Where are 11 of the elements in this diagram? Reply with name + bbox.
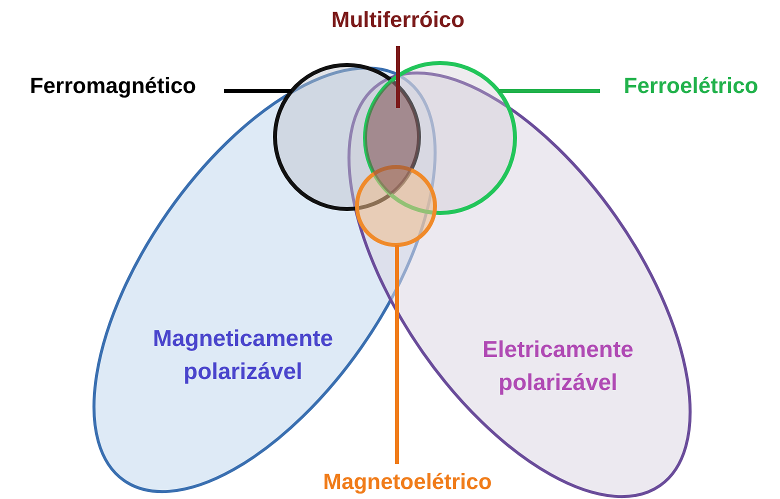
leader-line: [395, 244, 399, 464]
callout-label: Ferromagnético: [28, 74, 198, 98]
leader-line: [498, 89, 600, 93]
callout-label: Ferroelétrico: [622, 74, 760, 98]
region-label: Eletricamente polarizável: [482, 334, 634, 398]
callout-label: Magnetoelétrico: [322, 470, 493, 494]
callout-label: Multiferróico: [330, 8, 466, 32]
region-label: Magneticamente polarizável: [152, 324, 334, 386]
leader-line: [224, 89, 292, 93]
venn-circle: [363, 61, 517, 215]
overlap-region: [365, 80, 419, 194]
